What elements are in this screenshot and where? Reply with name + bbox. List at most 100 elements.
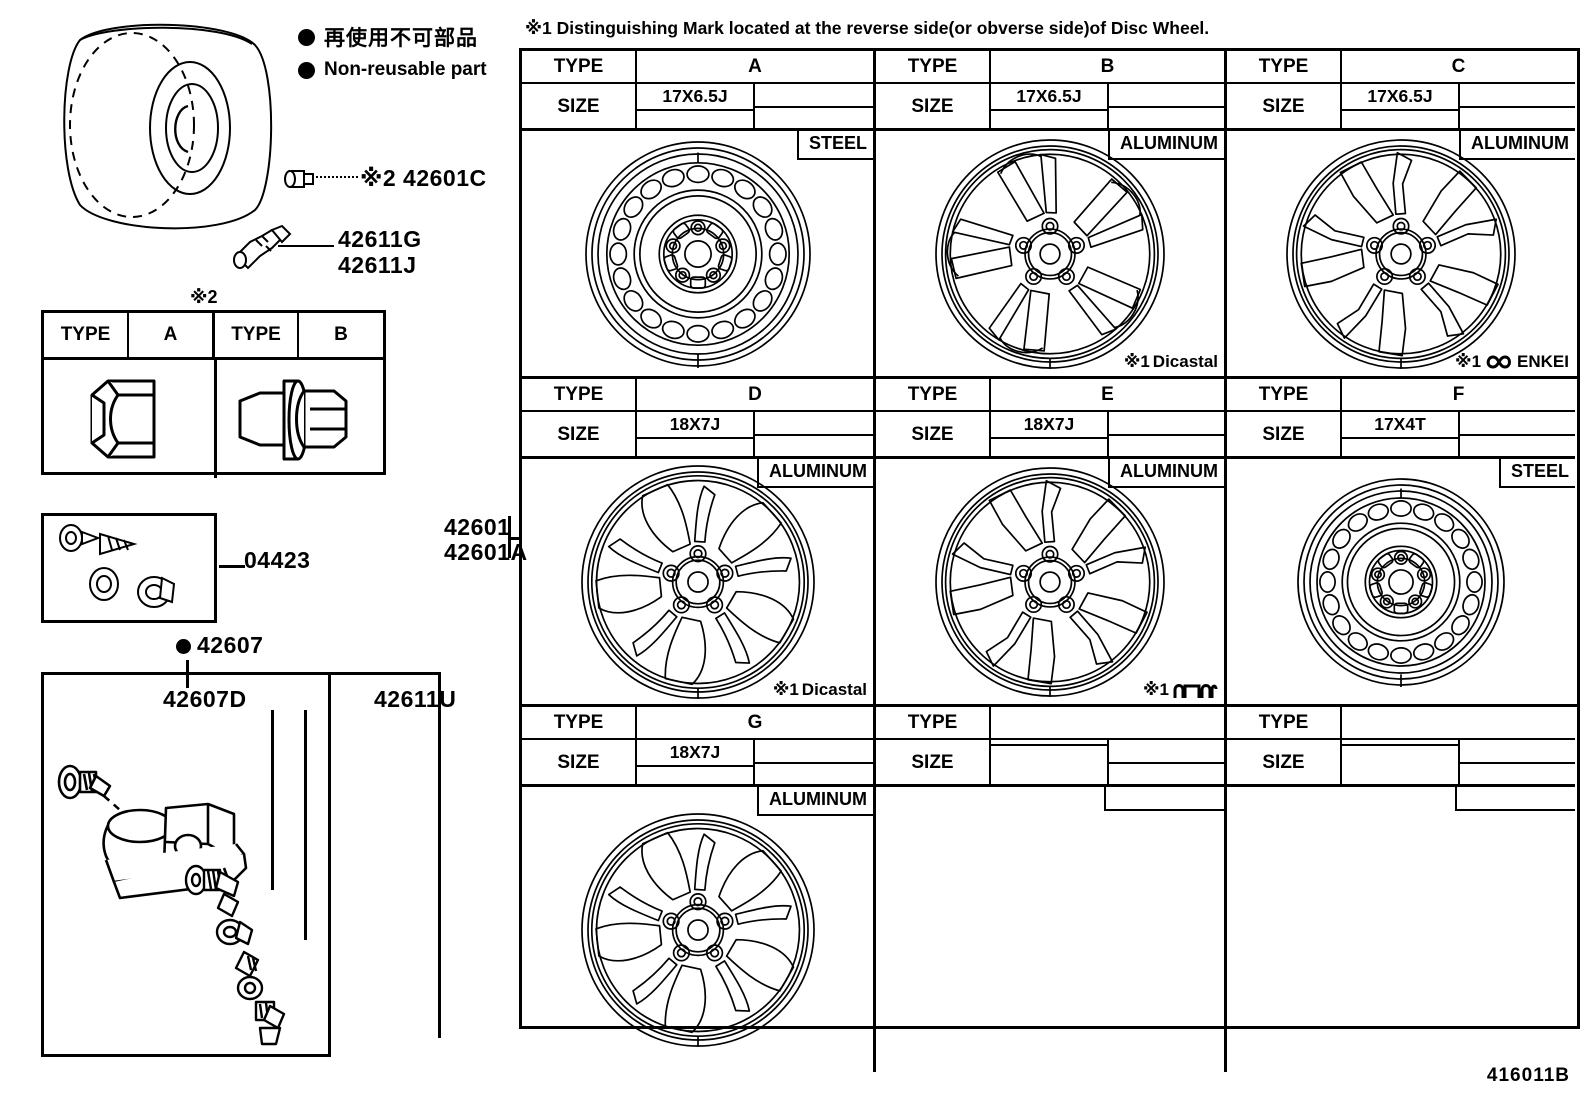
leader-line [316, 176, 358, 178]
size-row: SIZE 18X7J [522, 740, 873, 785]
type-row: TYPE D [522, 379, 873, 412]
drawing-code: 416011B [1486, 1065, 1570, 1086]
wheel-illustration-e [934, 466, 1166, 698]
material-label: ALUMINUM [757, 787, 873, 816]
wheel-image-cell: ALUMINUM [522, 787, 873, 1072]
callout-valve-42611g: 42611G [338, 226, 422, 252]
type-caption: TYPE [522, 51, 637, 82]
size-caption: SIZE [522, 740, 637, 785]
nut-table-star-label: ※2 [190, 287, 218, 307]
size-value: 17X4T [1342, 412, 1460, 457]
size-value [1342, 740, 1460, 785]
distinguishing-mark-note: ※1 Distinguishing Mark located at the re… [525, 18, 1210, 38]
size-value: 17X6.5J [637, 84, 755, 129]
repair-kit-box-04423 [41, 513, 217, 623]
type-value: C [1451, 55, 1466, 77]
size-row: SIZE [1227, 740, 1575, 785]
wheel-illustration-a [584, 140, 812, 368]
type-caption: TYPE [876, 379, 991, 410]
callout-42607-text: 42607 [197, 632, 264, 658]
conical-nut-icon [44, 360, 217, 478]
filled-circle-icon [176, 639, 191, 655]
size-blank-cell [1460, 84, 1575, 129]
wheel-cell-type-c: TYPE C SIZE 17X6.5J ALUMINUM [1224, 51, 1575, 376]
wheel-cell-empty: TYPE SIZE [1224, 707, 1575, 1072]
callout-valve-cap: ※2 42601C [360, 165, 487, 191]
legend-english-label: Non-reusable part [324, 59, 487, 80]
leader-line [186, 660, 189, 672]
distinguishing-mark: ※1 [1143, 680, 1218, 700]
type-caption: TYPE [1227, 379, 1342, 410]
wheel-cell-header: TYPE E SIZE 18X7J [876, 379, 1224, 459]
size-value: 18X7J [637, 740, 755, 785]
size-caption: SIZE [876, 412, 991, 457]
legend: 再使用不可部品 Non-reusable part [298, 22, 487, 88]
size-blank-cell [755, 84, 873, 129]
material-label: ALUMINUM [1108, 131, 1224, 160]
size-value: 18X7J [637, 412, 755, 457]
type-value: A [748, 55, 762, 77]
enkei-logo-icon [1486, 355, 1512, 369]
nut-table-header-row: TYPE A TYPE B [44, 313, 383, 360]
wheel-image-cell: ALUMINUM [876, 131, 1224, 376]
size-row: SIZE 17X6.5J [522, 84, 873, 129]
wheel-cell-empty: TYPE SIZE [873, 707, 1224, 1072]
type-row: TYPE C [1227, 51, 1575, 84]
type-caption: TYPE [1227, 51, 1342, 82]
type-value: D [748, 383, 762, 405]
wheel-table-row: TYPE A SIZE 17X6.5J STEEL TYPE B [522, 51, 1577, 376]
wheel-image-cell: ALUMINUM ※1 [1227, 131, 1575, 376]
wheel-image-cell [876, 787, 1224, 1072]
type-value [1342, 707, 1575, 738]
size-row: SIZE 17X6.5J [1227, 84, 1575, 129]
wheel-image-cell: ALUMINUM ※1 [876, 459, 1224, 704]
filled-circle-icon [298, 61, 315, 79]
size-value [991, 740, 1109, 785]
material-label-empty [1455, 787, 1575, 811]
size-blank-cell [1460, 740, 1575, 785]
material-label: STEEL [796, 131, 873, 160]
size-caption: SIZE [876, 740, 991, 785]
wheel-illustration-c [1285, 138, 1517, 370]
size-value: 17X6.5J [1342, 84, 1460, 129]
wheel-cell-header: TYPE A SIZE 17X6.5J [522, 51, 873, 131]
wheel-illustration-g [580, 812, 816, 1048]
filled-circle-icon [298, 28, 315, 46]
callout-42607: 42607 [176, 634, 263, 657]
valve-stem-illustration [232, 222, 304, 274]
wheel-image-cell: STEEL [1227, 459, 1575, 704]
flanged-nut-icon [217, 360, 383, 478]
type-caption: TYPE [522, 379, 637, 410]
main-part-number-42601a: 42601A [444, 539, 528, 565]
material-label: STEEL [1498, 459, 1575, 488]
type-caption: TYPE [522, 707, 637, 738]
wheel-cell-type-a: TYPE A SIZE 17X6.5J STEEL [522, 51, 873, 376]
leader-line [304, 710, 307, 940]
wheel-cell-header: TYPE B SIZE 17X6.5J [876, 51, 1224, 131]
type-row: TYPE E [876, 379, 1224, 412]
main-part-number-42601: 42601 [444, 514, 511, 540]
wheel-cell-type-b: TYPE B SIZE 17X6.5J ALUMINUM [873, 51, 1224, 376]
nut-type-caption-b: TYPE [215, 313, 299, 357]
size-value: 17X6.5J [991, 84, 1109, 129]
wheel-illustration-b [934, 138, 1166, 370]
type-row: TYPE A [522, 51, 873, 84]
bracket-line [508, 516, 511, 558]
size-blank-cell [755, 740, 873, 785]
mark-text: Dicastal [1152, 352, 1218, 371]
valve-cap-illustration [282, 163, 322, 195]
legend-japanese-label: 再使用不可部品 [324, 27, 478, 50]
size-caption: SIZE [1227, 84, 1342, 129]
legend-row-japanese: 再使用不可部品 [298, 22, 487, 52]
size-value: 18X7J [991, 412, 1109, 457]
wheel-cell-type-f: TYPE F SIZE 17X4T STEEL [1224, 379, 1575, 704]
legend-row-english: Non-reusable part [298, 59, 487, 81]
type-row: TYPE [876, 707, 1224, 740]
type-caption: TYPE [876, 707, 991, 738]
size-blank-cell [1109, 84, 1224, 129]
size-caption: SIZE [1227, 740, 1342, 785]
wheel-type-table: TYPE A SIZE 17X6.5J STEEL TYPE B [519, 48, 1580, 1072]
